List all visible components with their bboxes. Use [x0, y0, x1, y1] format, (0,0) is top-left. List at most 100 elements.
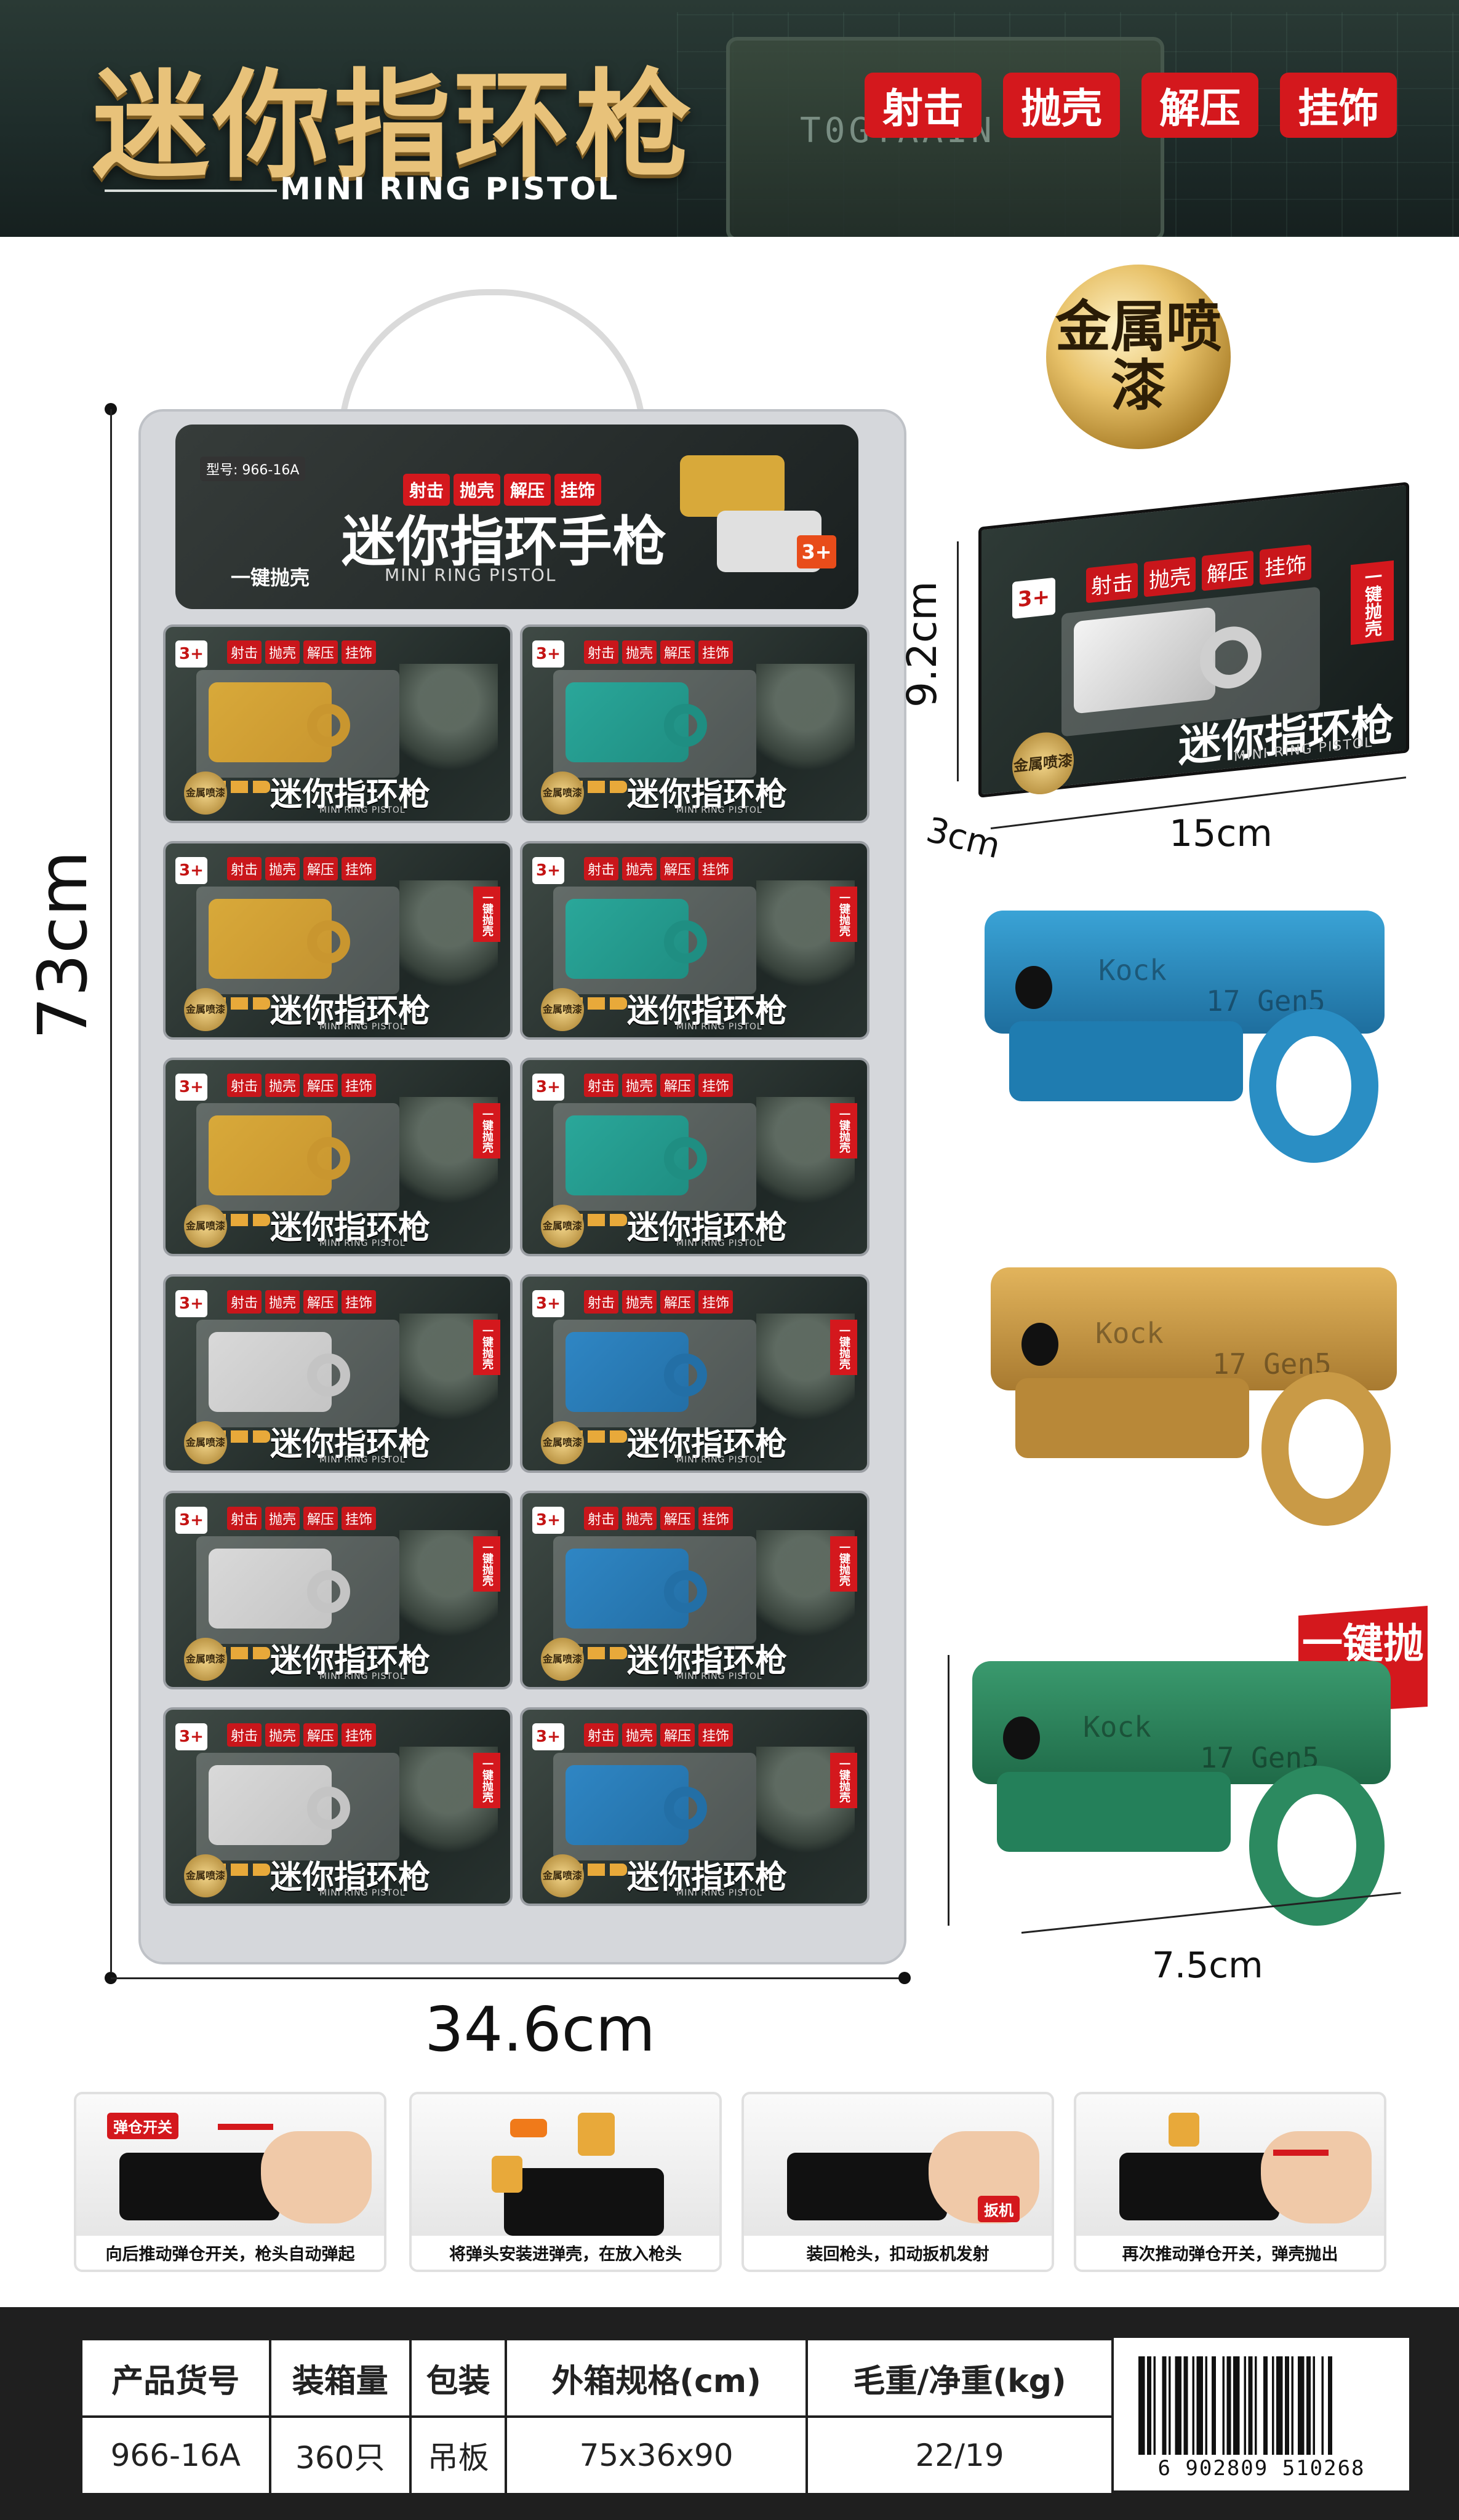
package-eject-badge: 一键抛壳	[830, 1753, 857, 1808]
barcode-bar	[1328, 2356, 1332, 2455]
spec-table: 产品货号 装箱量 包装 外箱规格(cm) 毛重/净重(kg) 966-16A 3…	[80, 2338, 1114, 2495]
package-age-badge: 3+	[175, 640, 207, 668]
package-tag: 解压	[303, 1074, 338, 1097]
package-tag: 抛壳	[622, 1723, 657, 1747]
package-metal-badge: 金属喷漆	[541, 1638, 584, 1681]
page-title: 迷你指环枪	[92, 58, 696, 194]
barcode-bar	[1169, 2356, 1171, 2455]
package-subtitle: MINI RING PISTOL	[676, 1888, 762, 1898]
package-age-badge: 3+	[175, 857, 207, 884]
package-tag: 抛壳	[265, 1290, 300, 1314]
bullet-tip-icon	[510, 2119, 547, 2137]
package-tags: 射击抛壳解压挂饰	[227, 1507, 377, 1530]
package-eject-badge: 一键抛壳	[830, 887, 857, 942]
gun-muzzle	[1021, 1323, 1058, 1366]
table-cell: 360只	[268, 2415, 412, 2495]
package-age-badge: 3+	[532, 1723, 564, 1750]
package-age-badge: 3+	[175, 1723, 207, 1750]
package-age-badge: 3+	[175, 1290, 207, 1317]
package-subtitle: MINI RING PISTOL	[676, 805, 762, 815]
package-eject-badge: 一键抛壳	[473, 1536, 500, 1592]
step-toy	[504, 2168, 664, 2236]
barcode-bar	[1233, 2356, 1240, 2455]
page-subtitle: MINI RING PISTOL	[280, 171, 620, 207]
package-gun-ring	[307, 1137, 350, 1180]
barcode-number: 6 902809 510268	[1157, 2456, 1365, 2481]
package-metal-badge: 金属喷漆	[541, 772, 584, 815]
package-title: 迷你指环枪	[270, 1210, 431, 1246]
package-tag: 挂饰	[698, 1074, 733, 1097]
package-metal-badge: 金属喷漆	[184, 1205, 227, 1248]
package-subtitle: MINI RING PISTOL	[319, 1455, 406, 1465]
package-title: 迷你指环枪	[270, 776, 431, 813]
package-age-badge: 3+	[532, 857, 564, 884]
package-tag: 抛壳	[265, 1507, 300, 1530]
barcode-bar	[1306, 2356, 1311, 2455]
package-tag: 解压	[303, 857, 338, 880]
box-height-line	[957, 541, 959, 781]
step-caption: 向后推动弹仓开关，枪头自动弹起	[76, 2236, 384, 2270]
package-metal-badge: 金属喷漆	[184, 1638, 227, 1681]
gun-brand-mark: Kock	[1083, 1710, 1151, 1744]
package-eject-badge: 一键抛壳	[473, 1753, 500, 1808]
gun-finger-ring	[1261, 1372, 1391, 1526]
package-tag: 挂饰	[698, 640, 733, 664]
width-dimension-line	[111, 1977, 905, 1979]
package-tag: 射击	[584, 1723, 619, 1747]
barcode-bar	[1272, 2356, 1274, 2455]
package-tag: 解压	[660, 1507, 695, 1530]
package-age-badge: 3+	[532, 1074, 564, 1101]
package-tag: 挂饰	[342, 857, 377, 880]
table-header-row: 产品货号 装箱量 包装 外箱规格(cm) 毛重/净重(kg)	[80, 2338, 1114, 2418]
barcode-bar	[1321, 2356, 1324, 2455]
package-tag: 解压	[660, 1723, 695, 1747]
step-toy	[119, 2153, 279, 2220]
arrow-right-icon	[1273, 2150, 1329, 2156]
table-header-cell: 产品货号	[80, 2338, 271, 2418]
card-width-label: 34.6cm	[425, 1993, 656, 2065]
package-title: 迷你指环枪	[270, 1859, 431, 1896]
package-age-badge: 3+	[175, 1507, 207, 1534]
package-tags: 射击抛壳解压挂饰	[227, 857, 377, 880]
gun-brand-mark: Kock	[1098, 954, 1167, 987]
barcode-bar	[1138, 2356, 1145, 2455]
package-tag: 挂饰	[698, 1290, 733, 1314]
package-eject-badge: 一键抛壳	[830, 1536, 857, 1592]
barcode-bar	[1147, 2356, 1151, 2455]
package-gun-ring	[307, 1787, 350, 1830]
package-tag: 解压	[303, 1290, 338, 1314]
package-tag: 挂饰	[342, 640, 377, 664]
feature-tag-relief: 解压	[1141, 73, 1258, 138]
package-tag: 抛壳	[622, 857, 657, 880]
package-tags: 射击抛壳解压挂饰	[584, 640, 733, 664]
package-subtitle: MINI RING PISTOL	[676, 1672, 762, 1681]
barcode-bar	[1212, 2356, 1216, 2455]
package-title: 迷你指环枪	[270, 1426, 431, 1463]
retail-box: 3+ 射击 抛壳 解压 挂饰 一键抛壳 金属喷漆 迷你指环枪 MINI RING…	[978, 482, 1409, 798]
card-height-label: 73cm	[23, 850, 102, 1040]
box-metal-badge: 金属喷漆	[1012, 729, 1074, 798]
package-gun-ring	[307, 1570, 350, 1613]
package-metal-badge: 金属喷漆	[541, 1854, 584, 1897]
card-tag: 抛壳	[454, 474, 501, 506]
barcode-bar	[1276, 2356, 1283, 2455]
package-gun-ring	[664, 1570, 707, 1613]
gun-brand-mark: Kock	[1095, 1317, 1164, 1350]
package-tag: 射击	[227, 1290, 262, 1314]
package-eject-badge: 一键抛壳	[473, 1320, 500, 1375]
barcode-bar	[1285, 2356, 1289, 2455]
package-tag: 抛壳	[622, 1074, 657, 1097]
step-toy	[1119, 2153, 1279, 2220]
package-tag: 射击	[584, 1074, 619, 1097]
table-header-cell: 包装	[409, 2338, 508, 2418]
package-tag: 挂饰	[342, 1290, 377, 1314]
package-title: 迷你指环枪	[627, 1210, 788, 1246]
package-gun-ring	[664, 920, 707, 963]
package-tag: 解压	[660, 1290, 695, 1314]
box-tag: 解压	[1202, 550, 1253, 591]
